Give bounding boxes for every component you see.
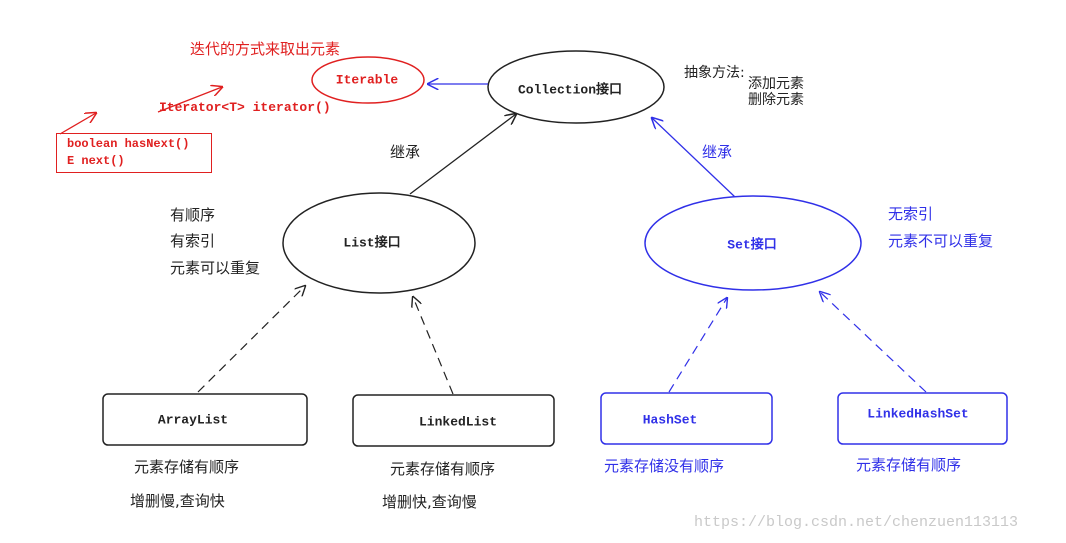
- iterator-methods-box: boolean hasNext() E next(): [56, 133, 212, 173]
- hashset-desc: 元素存储没有顺序: [604, 457, 725, 475]
- list-prop-ordered: 有顺序: [170, 206, 216, 224]
- arraylist-desc-perf: 增删慢,查询快: [130, 492, 225, 510]
- arraylist-desc-order: 元素存储有顺序: [134, 458, 240, 476]
- set-label: Set接口: [727, 237, 777, 253]
- iterator-method-next: E next(): [67, 154, 125, 168]
- inherit-label-right: 继承: [702, 143, 733, 161]
- list-prop-indexed: 有索引: [170, 232, 216, 250]
- hashset-label: HashSet: [642, 412, 698, 428]
- edge-list-to-collection: [409, 114, 516, 195]
- linkedhashset-label: LinkedHashSet: [867, 406, 969, 422]
- edge-arraylist-to-list: [197, 286, 305, 393]
- list-label: List接口: [343, 235, 401, 251]
- edge-iterator-to-iterable: [157, 87, 222, 113]
- collection-node: [487, 50, 665, 124]
- abstract-title: 抽象方法:: [684, 65, 745, 81]
- abstract-item-add: 添加元素: [748, 76, 804, 92]
- set-node: [644, 195, 862, 291]
- linkedlist-desc-perf: 增删快,查询慢: [382, 493, 477, 511]
- linkedhashset-desc: 元素存储有顺序: [856, 456, 962, 474]
- linkedlist-node: [352, 394, 555, 447]
- abstract-item-delete: 删除元素: [748, 92, 804, 108]
- list-prop-duplicates: 元素可以重复: [170, 259, 261, 277]
- iterate-title: 迭代的方式来取出元素: [190, 40, 341, 58]
- watermark: https://blog.csdn.net/chenzuen113113: [694, 514, 1019, 531]
- iterable-label: Iterable: [335, 72, 399, 88]
- linkedlist-label: LinkedList: [418, 414, 498, 430]
- edge-linkedhashset-to-set: [820, 292, 927, 393]
- edge-linkedlist-to-list: [413, 297, 454, 395]
- inherit-label-left: 继承: [390, 143, 421, 161]
- set-prop-noindex: 无索引: [888, 205, 934, 223]
- iterator-method: Iterator<T> iterator(): [159, 100, 331, 115]
- edge-set-to-collection: [652, 118, 736, 198]
- edge-hashset-to-set: [668, 298, 727, 393]
- edge-hasnext-to-iterator: [59, 113, 96, 135]
- arraylist-node: [102, 393, 308, 446]
- list-node: [282, 192, 476, 294]
- hashset-node: [600, 392, 773, 445]
- set-prop-noduplicates: 元素不可以重复: [888, 232, 994, 250]
- linkedlist-desc-order: 元素存储有顺序: [390, 460, 496, 478]
- iterable-node: [311, 56, 425, 104]
- linkedhashset-node: [837, 392, 1008, 445]
- arraylist-label: ArrayList: [157, 412, 229, 428]
- collection-label: Collection接口: [517, 82, 623, 98]
- iterator-method-hasnext: boolean hasNext(): [67, 137, 190, 151]
